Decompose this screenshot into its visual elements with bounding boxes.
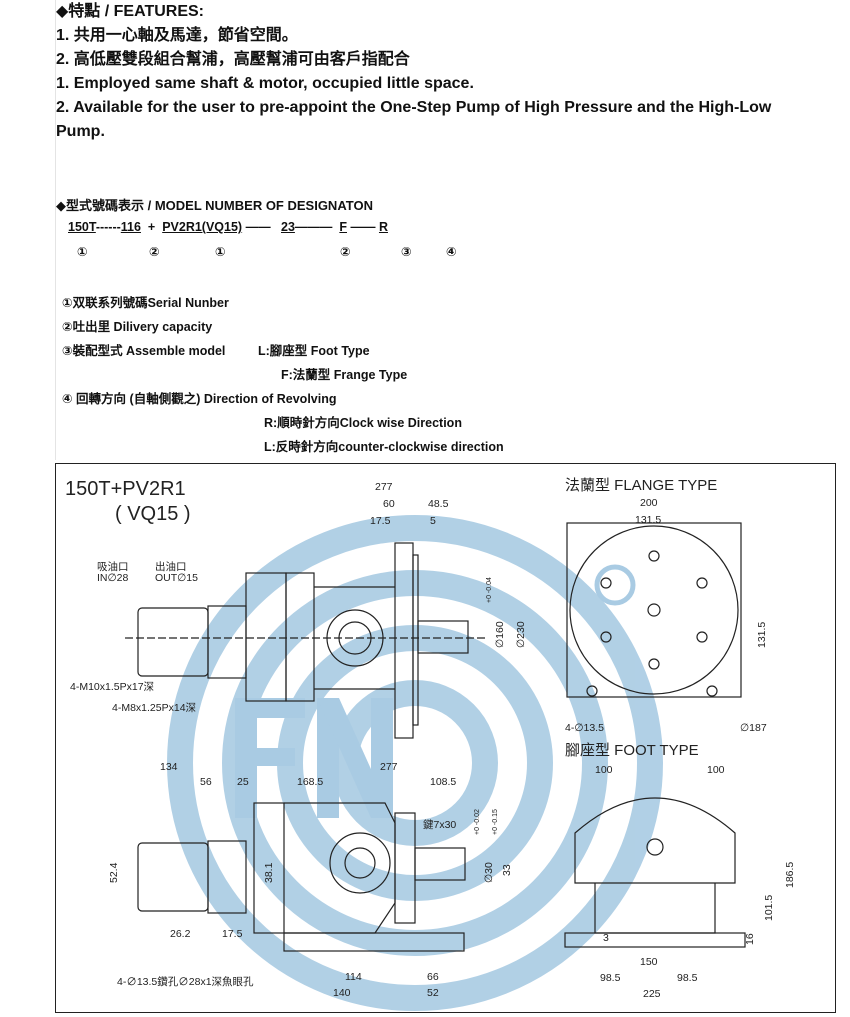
code-direction: R: [378, 220, 388, 234]
dim-label: 3: [603, 932, 609, 944]
legend-item: ②吐出里 Dilivery capacity: [62, 320, 213, 334]
dim-label: +0 -0.15: [492, 809, 499, 835]
dim-label: +0 -0.02: [474, 809, 481, 835]
drawing-subtitle: ( VQ15 ): [115, 503, 191, 525]
dim-label: 98.5: [677, 972, 698, 984]
code-dash: ------: [95, 220, 121, 234]
watermark-letters: [235, 698, 393, 818]
dimension-labels: 吸油口 IN∅28 出油口 OUT∅15 4-M10x1.5Px17深 4-M8…: [70, 481, 796, 1000]
technical-drawing: 150T+PV2R1 ( VQ15 ) 法蘭型 FLANGE TYPE 腳座型 …: [65, 477, 796, 1011]
dim-label: 131.5: [635, 514, 661, 526]
port-label: 4-M8x1.25Px14深: [112, 702, 196, 714]
dim-label: 100: [707, 764, 725, 776]
port-label: 出油口: [155, 560, 187, 573]
code-series: 150T: [68, 220, 96, 234]
code-dash: ——: [350, 220, 376, 234]
dim-label: 108.5: [430, 776, 456, 788]
port-label: 4-M10x1.5Px17深: [70, 681, 154, 693]
dim-label: 277: [380, 761, 398, 773]
dim-label: 52.4: [108, 862, 120, 883]
page-margin-line: [55, 0, 56, 460]
legend-item: R:順時針方向Clock wise Direction: [264, 416, 462, 430]
side-view: [137, 802, 466, 952]
flange-view: [566, 522, 742, 698]
dim-label: 56: [200, 776, 212, 788]
registered-mark-icon: [594, 564, 636, 606]
dim-label: 4-∅13.5鑽孔∅28x1深魚眼孔: [117, 975, 254, 988]
model-code: 150T------116 + PV2R1(VQ15) —— 23——— F —…: [68, 220, 388, 234]
dim-label: ∅230: [515, 621, 527, 648]
dim-label: 200: [640, 497, 658, 509]
dim-label: 60: [383, 498, 395, 510]
code-plus: +: [147, 220, 156, 234]
legend-item: ③裝配型式 Assemble model: [62, 344, 226, 358]
marker: ①: [215, 245, 226, 259]
foot-type-label: 腳座型 FOOT TYPE: [565, 742, 699, 759]
dim-label: 134: [160, 761, 178, 773]
drawing-title: 150T+PV2R1: [65, 478, 186, 500]
dim-label: ∅30: [483, 862, 495, 883]
dim-label: 114: [345, 971, 362, 983]
dim-label: 101.5: [763, 895, 775, 921]
marker: ④: [446, 245, 457, 259]
code-capacity: 116: [120, 220, 141, 234]
marker: ①: [77, 245, 88, 259]
code-dash: ———: [294, 220, 333, 234]
dim-label: 52: [427, 987, 439, 999]
dim-label: 131.5: [756, 622, 768, 648]
features-heading: ◆特點 / FEATURES:: [56, 3, 205, 20]
port-label: 吸油口: [97, 560, 129, 573]
dim-label: 4-∅13.5: [565, 722, 604, 734]
dim-label: +0 -0.04: [486, 577, 493, 603]
dim-label: 100: [595, 764, 613, 776]
feature-line: Pump.: [56, 123, 105, 140]
dim-label: 98.5: [600, 972, 621, 984]
feature-line: 1. 共用一心軸及馬達，節省空間。: [56, 27, 298, 44]
marker: ③: [401, 245, 412, 259]
feature-line: 2. 高低壓雙段組合幫浦，高壓幫浦可由客戶指配合: [56, 51, 410, 68]
port-label: IN∅28: [97, 572, 128, 584]
dim-label: 140: [333, 987, 351, 999]
legend-item: ④ 回轉方向 (自軸側觀之) Direction of Revolving: [62, 392, 337, 406]
dim-label: 48.5: [428, 498, 449, 510]
dim-label: 5: [430, 515, 436, 527]
legend-item: ①双联系列號碼Serial Nunber: [62, 296, 229, 310]
drawing-frame: [55, 463, 836, 1013]
dim-label: 168.5: [297, 776, 323, 788]
port-label: OUT∅15: [155, 572, 198, 584]
code-capacity2: 23: [281, 220, 295, 234]
legend-item: F:法蘭型 Frange Type: [281, 368, 408, 382]
dim-label: 25: [237, 776, 249, 788]
code-dash: ——: [245, 220, 271, 234]
dim-label: 66: [427, 971, 439, 983]
dim-label: 277: [375, 481, 393, 493]
dim-label: 17.5: [222, 928, 243, 940]
dim-label: 鍵7x30: [423, 818, 456, 831]
dim-label: 17.5: [370, 515, 391, 527]
dim-label: 26.2: [170, 928, 191, 940]
foot-view: [564, 797, 746, 948]
dim-label: 150: [640, 956, 658, 968]
flange-type-label: 法蘭型 FLANGE TYPE: [565, 477, 717, 494]
marker: ②: [340, 245, 351, 259]
dim-label: ∅160: [494, 621, 506, 648]
front-view: [125, 542, 485, 739]
dim-label: 225: [643, 988, 661, 1000]
marker: ②: [149, 245, 160, 259]
feature-line: 1. Employed same shaft & motor, occupied…: [56, 75, 474, 92]
feature-line: 2. Available for the user to pre-appoint…: [56, 99, 772, 116]
legend-item: L:腳座型 Foot Type: [258, 344, 370, 358]
code-assembly: F: [339, 220, 347, 234]
dim-label: 186.5: [784, 862, 796, 888]
legend-item: L:反時針方向counter-clockwise direction: [264, 440, 504, 454]
model-heading: ◆型式號碼表示 / MODEL NUMBER OF DESIGNATON: [56, 198, 373, 213]
dim-label: 38.1: [263, 862, 275, 883]
dim-label: ∅187: [740, 722, 767, 734]
code-pump: PV2R1(VQ15): [162, 220, 243, 234]
bolt-holes: [586, 550, 718, 697]
dim-label: 16: [744, 933, 756, 945]
dim-label: 33: [501, 864, 513, 876]
